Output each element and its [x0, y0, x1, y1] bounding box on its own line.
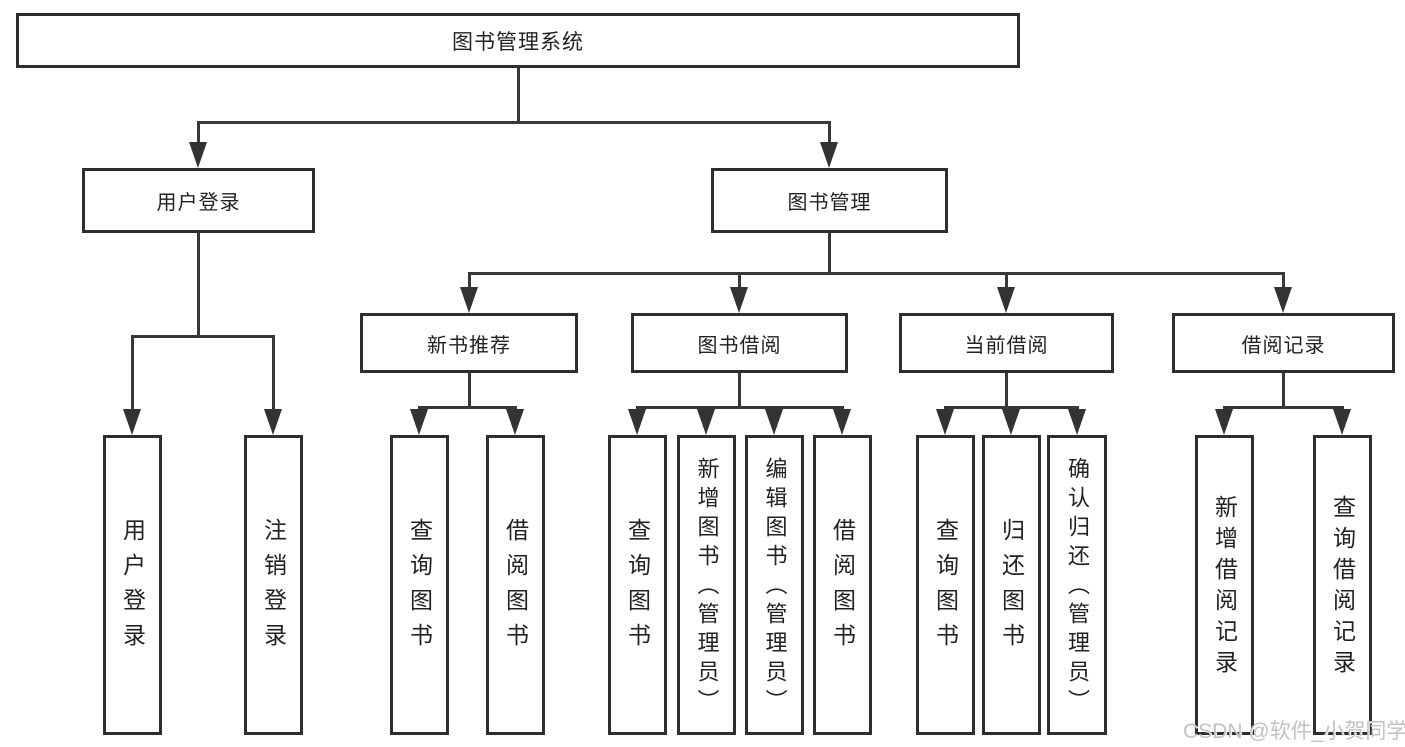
arrow-down-icon [1215, 409, 1233, 435]
leaf-query-book-3: 查询图书 [916, 435, 975, 735]
connector-line [828, 233, 831, 272]
connector-line [468, 373, 471, 406]
arrow-down-icon [506, 409, 524, 435]
arrow-down-icon [628, 409, 646, 435]
connector-line [131, 335, 275, 338]
connector-line [944, 406, 1079, 409]
arrow-down-icon [264, 409, 282, 435]
arrow-down-icon [1274, 287, 1292, 313]
leaf-query-borrow-record: 查询借阅记录 [1313, 435, 1372, 735]
arrow-down-icon [697, 409, 715, 435]
leaf-add-book-admin: 新增图书（管理员） [677, 435, 736, 735]
node-book-borrow: 图书借阅 [631, 313, 848, 373]
connector-line [468, 272, 1285, 275]
leaf-query-book-2: 查询图书 [608, 435, 667, 735]
watermark: CSDN @软件_小贺同学 [1183, 720, 1405, 743]
connector-line [197, 121, 830, 124]
connector-line [517, 68, 520, 121]
node-current-borrow: 当前借阅 [899, 313, 1114, 373]
arrow-down-icon [189, 142, 207, 168]
leaf-logout: 注销登录 [244, 435, 303, 735]
connector-line [197, 121, 200, 145]
leaf-query-book-1: 查询图书 [390, 435, 449, 735]
leaf-confirm-return-admin: 确认归还（管理员） [1047, 435, 1107, 735]
connector-line [1282, 272, 1285, 289]
leaf-borrow-book-1: 借阅图书 [486, 435, 545, 735]
leaf-borrow-book-2: 借阅图书 [813, 435, 872, 735]
leaf-return-book: 归还图书 [982, 435, 1041, 735]
connector-line [738, 373, 741, 406]
arrow-down-icon [833, 409, 851, 435]
connector-line [131, 335, 134, 411]
arrow-down-icon [820, 142, 838, 168]
arrow-down-icon [123, 409, 141, 435]
connector-line [828, 121, 831, 145]
arrow-down-icon [460, 287, 478, 313]
leaf-user-login: 用户登录 [103, 435, 162, 735]
connector-line [468, 272, 471, 289]
arrow-down-icon [1068, 409, 1086, 435]
connector-line [1005, 373, 1008, 406]
connector-line [1005, 272, 1008, 289]
node-borrow-records: 借阅记录 [1172, 313, 1395, 373]
connector-line [1282, 373, 1285, 406]
arrow-down-icon [1333, 409, 1351, 435]
leaf-add-borrow-record: 新增借阅记录 [1195, 435, 1254, 735]
arrow-down-icon [730, 287, 748, 313]
node-new-book-recommend: 新书推荐 [360, 313, 578, 373]
connector-line [636, 406, 844, 409]
connector-line [272, 335, 275, 411]
leaf-edit-book-admin: 编辑图书（管理员） [745, 435, 804, 735]
node-library-system: 图书管理系统 [16, 13, 1020, 68]
arrow-down-icon [997, 287, 1015, 313]
connector-line [418, 406, 517, 409]
arrow-down-icon [410, 409, 428, 435]
node-book-management: 图书管理 [711, 168, 948, 233]
arrow-down-icon [765, 409, 783, 435]
arrow-down-icon [936, 409, 954, 435]
connector-line [197, 233, 200, 335]
node-user-login: 用户登录 [82, 168, 315, 233]
arrow-down-icon [1002, 409, 1020, 435]
connector-line [1223, 406, 1344, 409]
connector-line [738, 272, 741, 289]
